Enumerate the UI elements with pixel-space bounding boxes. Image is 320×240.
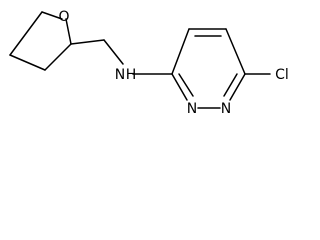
bond-c3-c2 [9, 54, 46, 71]
linker [70, 39, 173, 75]
bond-c3-c4py [171, 28, 190, 75]
bond-n2-c3py-double [178, 73, 194, 97]
bond-c2-c1 [9, 11, 43, 56]
atom-amine-n: N [115, 67, 125, 83]
atom-labels: O N H N N Cl [58, 9, 288, 117]
bond-c5-c6py [225, 28, 246, 75]
bond-n2-c3py [171, 73, 188, 101]
atom-ring-n1: N [221, 101, 231, 117]
bond-o-c4 [65, 18, 72, 45]
bond-c6-n1py [229, 73, 246, 101]
bond-c1-o [41, 11, 63, 20]
bond-c4-ch2 [70, 39, 105, 45]
bond-ch2-nh [103, 39, 124, 65]
atom-ring-n2: N [187, 101, 197, 117]
molecule-diagram: O N H N N Cl [9, 9, 289, 117]
pyridazine-ring [171, 28, 246, 109]
atom-amine-h: H [126, 67, 137, 83]
atom-chlorine: Cl [275, 67, 289, 83]
atom-oxygen: O [58, 9, 69, 25]
thf-ring [9, 11, 72, 71]
bond-c6-n1py-double [223, 73, 238, 97]
bond-c4-c3 [44, 43, 72, 71]
